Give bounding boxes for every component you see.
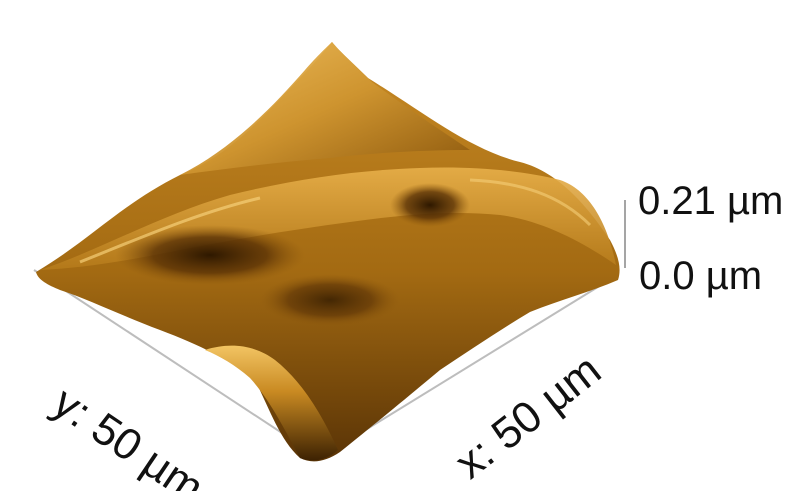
surface-highlight bbox=[79, 196, 261, 264]
surface-base bbox=[36, 42, 620, 462]
y-axis-line bbox=[33, 269, 321, 459]
surface-front-fold bbox=[205, 345, 338, 461]
z-scale-max-label: 0.21 µm bbox=[638, 179, 784, 223]
surface-pit bbox=[390, 183, 470, 227]
surface-highlight bbox=[469, 178, 592, 227]
surface-pit bbox=[260, 274, 400, 326]
surface-peak bbox=[180, 42, 470, 175]
surface-pit bbox=[115, 225, 305, 285]
z-scale-min-label: 0.0 µm bbox=[639, 254, 763, 298]
